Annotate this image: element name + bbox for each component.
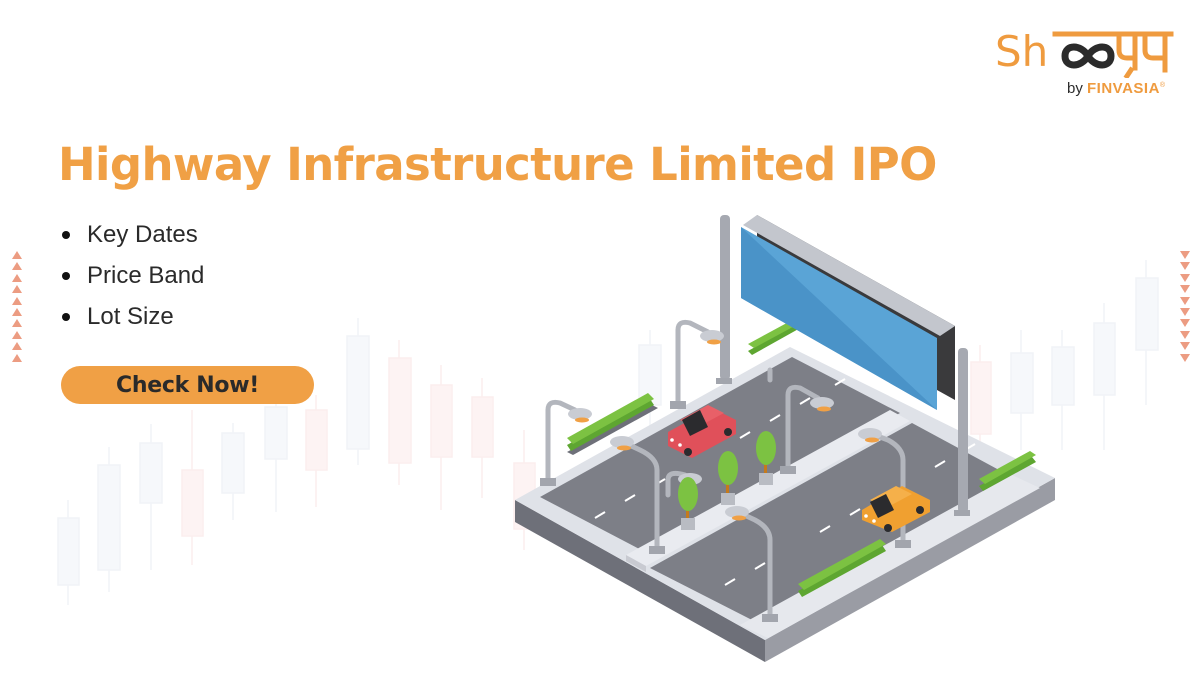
up-triangle-icon: [12, 319, 22, 328]
planter-left: [567, 393, 658, 455]
planter-right: [979, 451, 1036, 491]
check-now-button[interactable]: Check Now!: [61, 366, 314, 404]
billboard-face-shade: [741, 227, 937, 410]
planter-front: [798, 539, 886, 597]
feature-list: Key Dates Price Band Lot Size: [60, 214, 204, 337]
up-triangle-icon: [12, 330, 22, 339]
by-finvasia-label: by FINVASIA®: [1067, 80, 1165, 97]
bullet-icon: [62, 312, 70, 321]
road-near: [650, 423, 1012, 620]
list-item-label: Price Band: [87, 262, 205, 289]
finvasia-brand: FINVASIA: [1087, 80, 1160, 97]
red-car: [668, 405, 736, 458]
billboard-pole-left: [720, 215, 730, 380]
down-triangle-icon: [1180, 285, 1190, 294]
down-triangle-icon: [1180, 342, 1190, 351]
list-item-key-dates: Key Dates: [60, 214, 204, 255]
sidewalk-near: [740, 475, 1040, 638]
bullet-icon: [62, 230, 70, 239]
up-triangle-icon: [12, 273, 22, 282]
up-arrows-decoration: [11, 251, 23, 365]
median-side: [626, 555, 646, 572]
svg-text:Sh: Sh: [995, 27, 1048, 76]
up-triangle-icon: [12, 296, 22, 305]
billboard-top: [743, 215, 955, 336]
slab-right-side: [765, 478, 1055, 662]
list-item-price-band: Price Band: [60, 255, 204, 296]
median: [626, 410, 910, 566]
slab-top: [515, 347, 1055, 640]
infinity-icon: [1061, 43, 1115, 69]
up-triangle-icon: [12, 285, 22, 294]
bullet-icon: [62, 271, 70, 280]
billboard-back: [757, 215, 955, 400]
shoonya-wordmark: Sh: [995, 27, 1174, 78]
down-triangle-icon: [1180, 273, 1190, 282]
page-title: Highway Infrastructure Limited IPO: [58, 138, 937, 191]
list-item-label: Lot Size: [87, 303, 174, 330]
down-triangle-icon: [1180, 251, 1190, 259]
down-triangle-icon: [1180, 330, 1190, 339]
registered-mark: ®: [1159, 82, 1166, 89]
down-triangle-icon: [1180, 353, 1190, 362]
down-triangle-icon: [1180, 262, 1190, 271]
down-triangle-icon: [1180, 307, 1190, 316]
trees: [678, 431, 776, 530]
billboard-face: [741, 227, 937, 410]
road-far: [540, 357, 900, 553]
list-item-label: Key Dates: [87, 221, 198, 248]
up-triangle-icon: [12, 251, 22, 259]
planter-back: [748, 318, 802, 355]
yellow-car: [862, 486, 930, 532]
shoonya-logo[interactable]: Sh by FINVASIA®: [995, 24, 1175, 104]
down-triangle-icon: [1180, 296, 1190, 305]
up-triangle-icon: [12, 262, 22, 271]
up-triangle-icon: [12, 307, 22, 316]
list-item-lot-size: Lot Size: [60, 296, 204, 337]
slab-left-side: [515, 500, 765, 662]
down-triangle-icon: [1180, 319, 1190, 328]
down-arrows-decoration: [1179, 251, 1191, 365]
by-text: by: [1067, 80, 1083, 97]
billboard-pole-right: [958, 348, 968, 513]
up-triangle-icon: [12, 353, 22, 362]
up-triangle-icon: [12, 342, 22, 351]
